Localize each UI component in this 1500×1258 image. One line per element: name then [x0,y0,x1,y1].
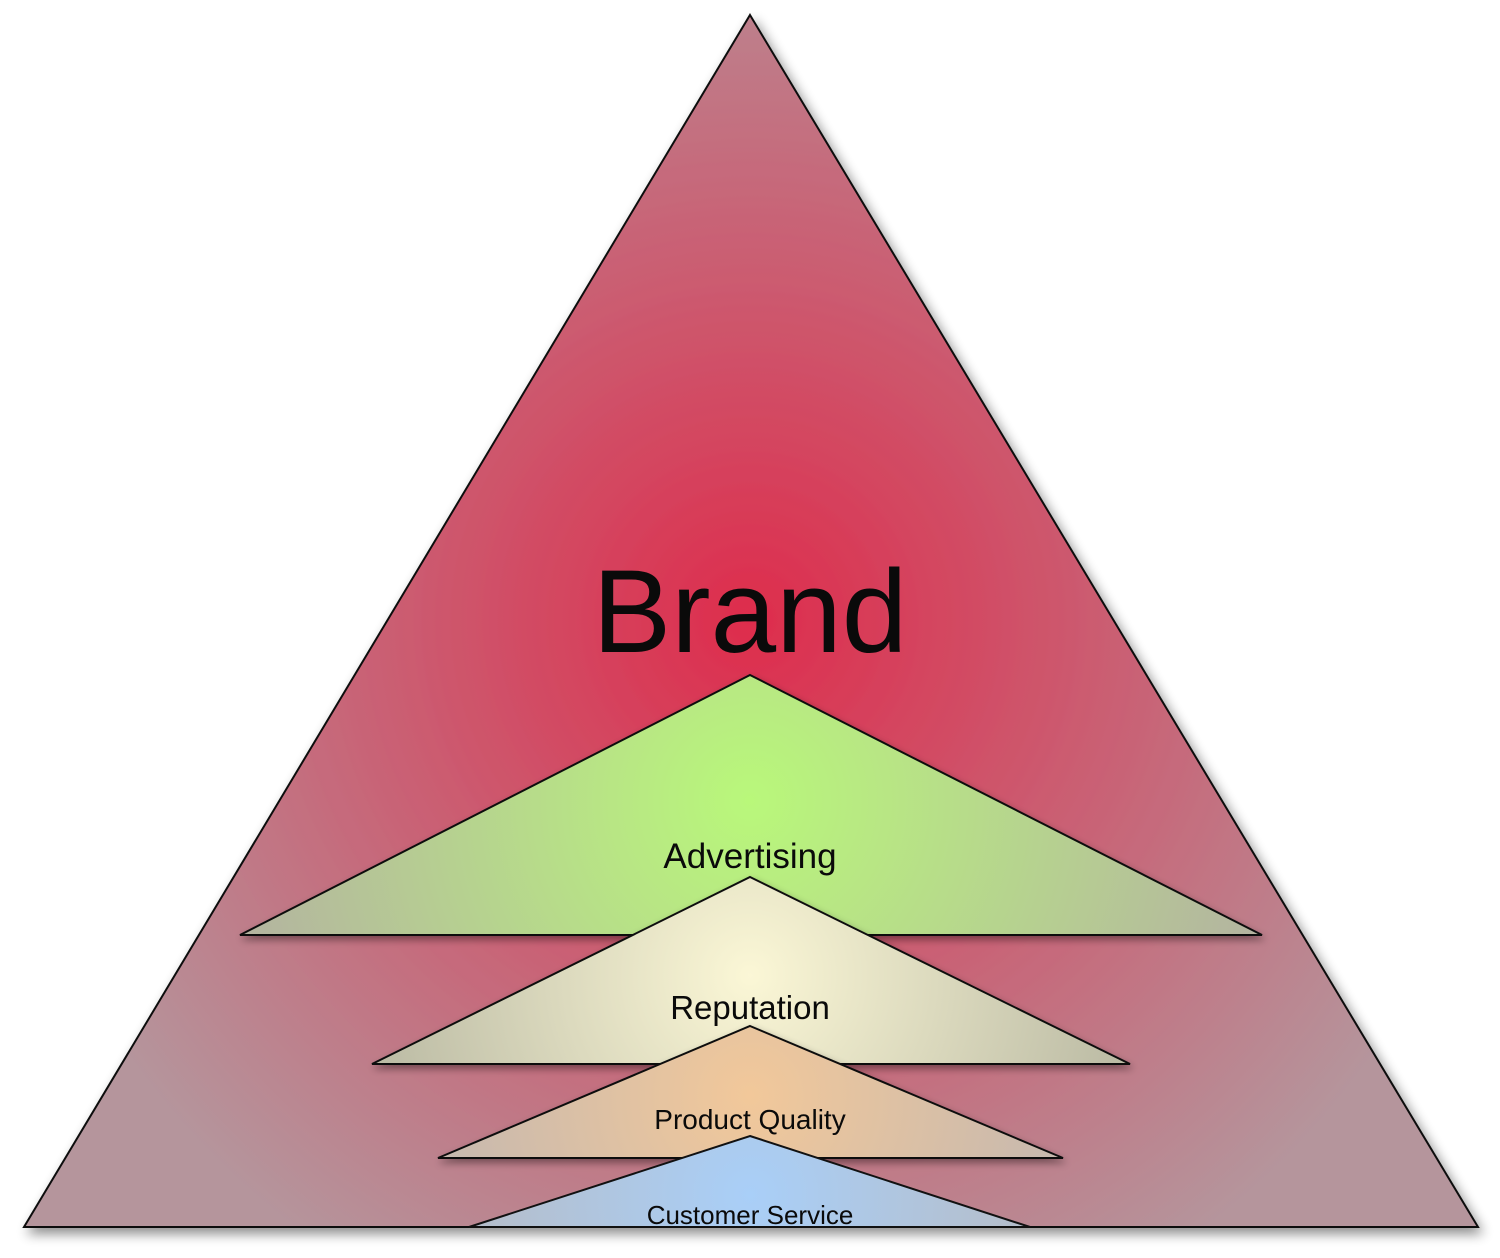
customer-service-triangle [468,1134,1031,1228]
reputation-label: Reputation [670,989,830,1026]
product-quality-label: Product Quality [654,1104,845,1135]
customer-service-label: Customer Service [647,1200,854,1230]
advertising-label: Advertising [663,837,836,876]
brand-label: Brand [593,546,908,678]
